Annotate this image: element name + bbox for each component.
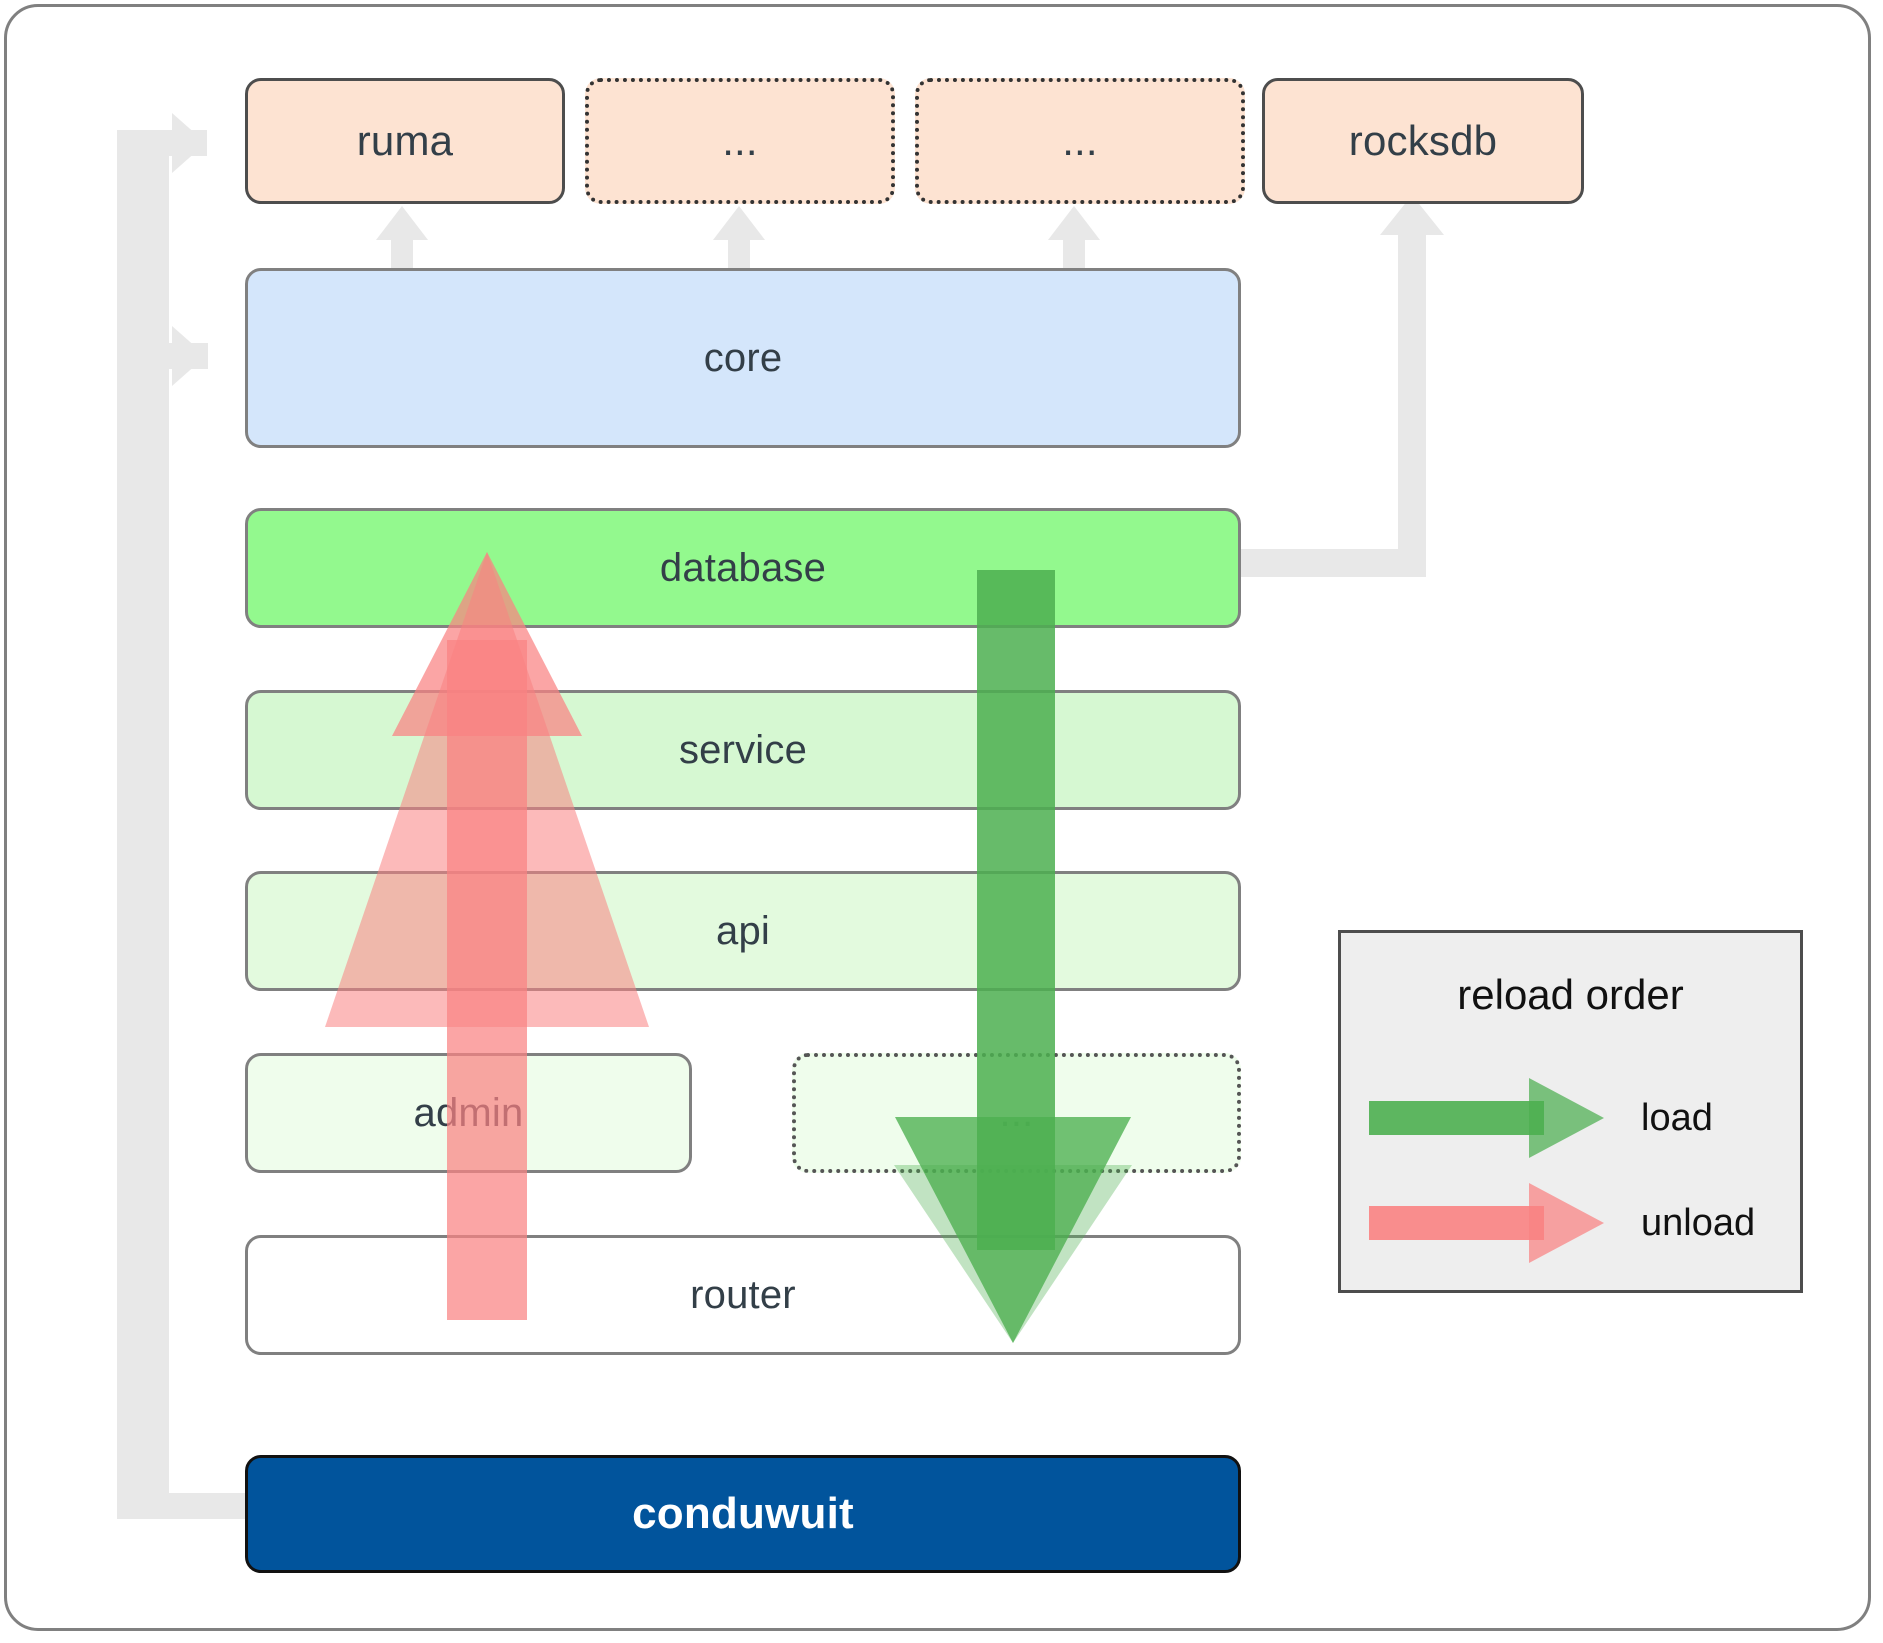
node-admin[interactable]: admin: [245, 1053, 692, 1173]
legend-unload-label: unload: [1641, 1202, 1756, 1244]
node-router[interactable]: router: [245, 1235, 1241, 1355]
legend-load-arrow-icon: [1369, 1078, 1604, 1158]
connector-arrow-to-ruma: [172, 113, 206, 173]
legend-unload-arrow-icon: [1369, 1183, 1604, 1263]
connector-left-rail: [143, 156, 169, 1493]
node-dep-dots-1[interactable]: ...: [585, 78, 895, 204]
node-database-label: database: [659, 546, 827, 590]
node-router-label: router: [690, 1273, 796, 1317]
connector-core-to-dots1-head: [713, 206, 765, 240]
connector-core-to-dots2-shaft: [1063, 228, 1085, 280]
node-service-label: service: [678, 728, 808, 772]
node-conduwuit-label: conduwuit: [632, 1489, 854, 1538]
connector-core-to-ruma-head: [376, 206, 428, 240]
node-conduwuit[interactable]: conduwuit: [245, 1455, 1241, 1573]
node-admin-label: admin: [413, 1091, 524, 1135]
node-dep-dots-2-label: ...: [1062, 117, 1098, 164]
node-rocksdb-label: rocksdb: [1348, 117, 1498, 164]
node-layer-dots-3-label: ...: [999, 1091, 1034, 1135]
node-api[interactable]: api: [245, 871, 1241, 991]
node-dep-dots-1-label: ...: [722, 117, 758, 164]
diagram-frame: [4, 4, 1871, 1631]
node-layer-dots-3[interactable]: ...: [792, 1053, 1241, 1173]
connector-core-to-dots2-head: [1048, 206, 1100, 240]
node-ruma-label: ruma: [356, 117, 454, 164]
connector-arrow-to-core: [172, 326, 206, 386]
connector-left-trunk: [117, 130, 143, 1519]
node-service[interactable]: service: [245, 690, 1241, 810]
node-core-label: core: [703, 336, 783, 380]
connector-core-to-dots1-shaft: [728, 228, 750, 280]
connector-database-to-rocksdb-horizontal: [1230, 549, 1426, 577]
node-dep-dots-2[interactable]: ...: [915, 78, 1245, 204]
node-core[interactable]: core: [245, 268, 1241, 448]
node-api-label: api: [716, 909, 770, 953]
connector-core-to-ruma-shaft: [391, 228, 413, 280]
node-ruma[interactable]: ruma: [245, 78, 565, 204]
node-rocksdb[interactable]: rocksdb: [1262, 78, 1584, 204]
legend-box: reload order load unload: [1338, 930, 1803, 1293]
connector-database-to-rocksdb-vertical: [1398, 228, 1426, 577]
node-database[interactable]: database: [245, 508, 1241, 628]
legend-load-label: load: [1641, 1097, 1713, 1139]
legend-title: reload order: [1457, 971, 1684, 1018]
